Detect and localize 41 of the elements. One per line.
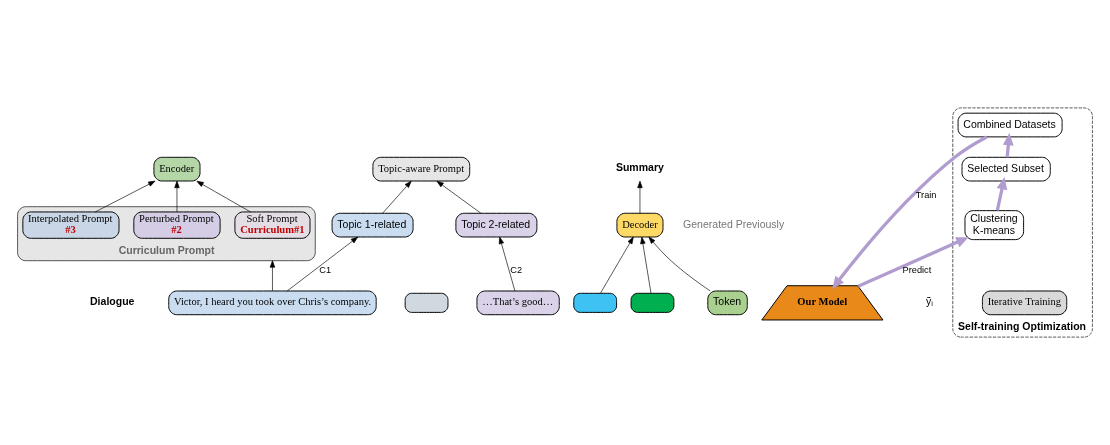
arrow [857, 237, 969, 288]
node-box: Victor, I heard you took over Chris’s company. [168, 290, 377, 316]
edge-label: C1 [319, 265, 332, 276]
arrow [995, 177, 1008, 211]
arrow [196, 180, 251, 213]
arrow [436, 180, 482, 214]
arrow [637, 180, 643, 214]
node-box: Token [707, 290, 748, 316]
label: ỹᵢ [926, 295, 934, 308]
arrow [600, 236, 634, 294]
arrow [640, 236, 652, 294]
label: Generated Previously [683, 217, 785, 230]
arrow [832, 135, 988, 289]
node-box: Perturbed Prompt #2 [133, 211, 221, 239]
node-box [630, 292, 675, 313]
edge-label: Train [915, 190, 937, 201]
node-box: Combined Datasets [957, 112, 1063, 138]
node-box: …That’s good… [476, 290, 560, 316]
node-box: Topic 2-related [455, 212, 538, 238]
node-box: Soft Prompt Curriculum#1 [234, 211, 311, 239]
node-box: Encoder [153, 156, 201, 182]
arrow [174, 180, 180, 213]
node-box: Interpolated Prompt #3 [22, 211, 120, 239]
node-box: Topic-aware Prompt [372, 156, 471, 182]
node-box: Decoder [616, 212, 664, 238]
edge-label: Predict [902, 265, 932, 276]
node-box: Selected Subset [961, 156, 1051, 182]
arrow [382, 180, 412, 214]
node-text: Summary [615, 161, 664, 173]
node-box: Clustering K-means [964, 210, 1025, 241]
arrow [94, 180, 156, 213]
node-box: Topic 1-related [331, 212, 414, 238]
arrow [648, 236, 711, 292]
node-box [404, 292, 449, 313]
node-box [573, 292, 618, 313]
label: Dialogue [90, 294, 135, 307]
arrow [498, 236, 516, 292]
edge-label: C2 [510, 265, 523, 276]
arrow [269, 260, 276, 292]
node-box: Iterative Training [981, 290, 1068, 316]
arrow [286, 236, 359, 292]
